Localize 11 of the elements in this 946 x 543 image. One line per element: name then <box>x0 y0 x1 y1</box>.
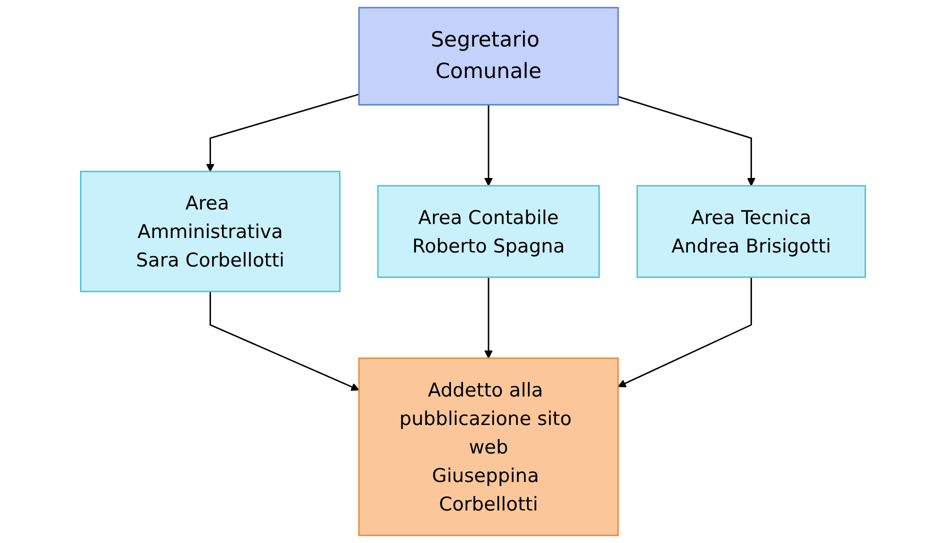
node-box: Area Contabile Roberto Spagna <box>377 185 600 278</box>
arrow <box>618 96 756 186</box>
node-box: Segretario Comunale <box>358 6 619 106</box>
arrow <box>618 277 752 388</box>
node-box: Area Amministrativa Sara Corbellotti <box>80 170 341 292</box>
node-box: Area Tecnica Andrea Brisigotti <box>636 185 866 278</box>
arrow <box>484 277 493 359</box>
arrow <box>210 292 360 391</box>
arrow <box>484 104 493 186</box>
arrow <box>206 94 360 172</box>
node-box: Addetto alla pubblicazione sito web Giuseppina Corbellotti <box>358 357 619 536</box>
